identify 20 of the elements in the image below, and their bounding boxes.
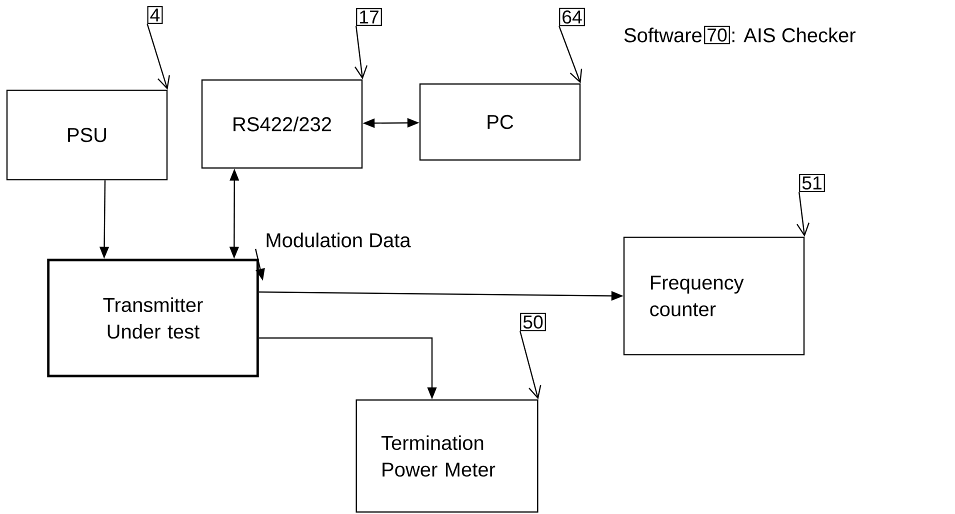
label-text: Software xyxy=(624,28,702,42)
process-box: PC xyxy=(419,83,581,161)
callout-number: 70 xyxy=(704,26,730,44)
process-box: Transmitter Under test xyxy=(47,258,259,378)
leader-line xyxy=(354,26,368,80)
callout-number: 4 xyxy=(147,6,163,24)
callout-number: 50 xyxy=(520,312,546,332)
leader-line xyxy=(558,26,582,84)
leader-line xyxy=(520,331,542,400)
leader-line xyxy=(796,192,810,237)
callout-number: 51 xyxy=(799,174,825,192)
process-box: PSU xyxy=(6,90,168,180)
callout-number: 17 xyxy=(356,8,382,26)
process-box: RS422/232 xyxy=(201,79,363,169)
annotation-text: Modulation Data xyxy=(266,232,411,248)
process-box: Termination Power Meter xyxy=(356,399,538,513)
leader-line xyxy=(146,24,170,90)
callout-number: 64 xyxy=(559,8,585,26)
process-box: Frequency counter xyxy=(623,236,805,356)
label-text: : AIS Checker xyxy=(732,28,856,42)
